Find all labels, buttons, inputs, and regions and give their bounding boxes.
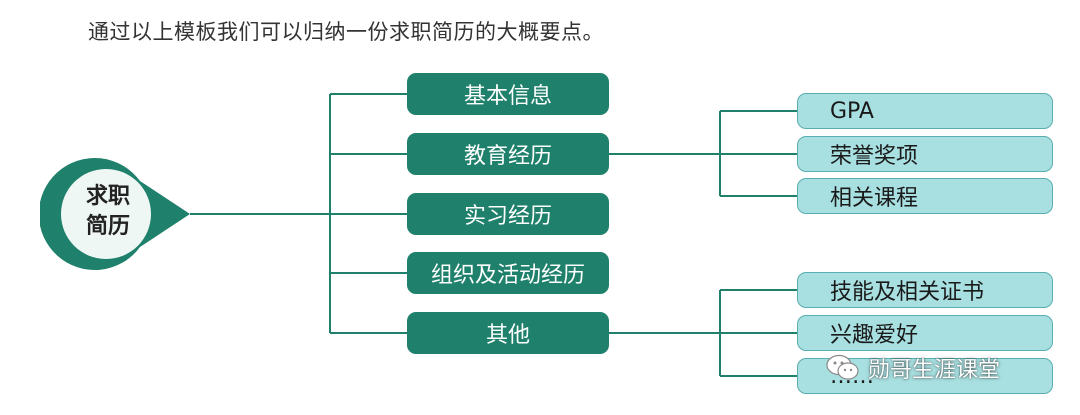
root-node bbox=[40, 158, 190, 270]
category-education: 教育经历 bbox=[407, 133, 609, 175]
wechat-icon bbox=[826, 354, 859, 380]
watermark-text: 勋哥生涯课堂 bbox=[868, 358, 1001, 383]
root-label: 求职 简历 bbox=[66, 182, 150, 242]
detail-gpa: GPA bbox=[797, 93, 1053, 129]
detail-related-courses: 相关课程 bbox=[797, 178, 1053, 214]
category-basic-info: 基本信息 bbox=[407, 73, 609, 115]
detail-honors-awards: 荣誉奖项 bbox=[797, 136, 1053, 172]
detail-interests-hobbies: 兴趣爱好 bbox=[797, 315, 1053, 351]
intro-text: 通过以上模板我们可以归纳一份求职简历的大概要点。 bbox=[88, 20, 604, 44]
root-label-line2: 简历 bbox=[85, 214, 130, 239]
category-internship: 实习经历 bbox=[407, 193, 609, 235]
root-label-line1: 求职 bbox=[85, 184, 130, 209]
watermark: 勋哥生涯课堂 bbox=[826, 352, 1000, 384]
category-organization-activities: 组织及活动经历 bbox=[407, 252, 609, 294]
category-other: 其他 bbox=[407, 312, 609, 354]
detail-skills-certificates: 技能及相关证书 bbox=[797, 272, 1053, 308]
